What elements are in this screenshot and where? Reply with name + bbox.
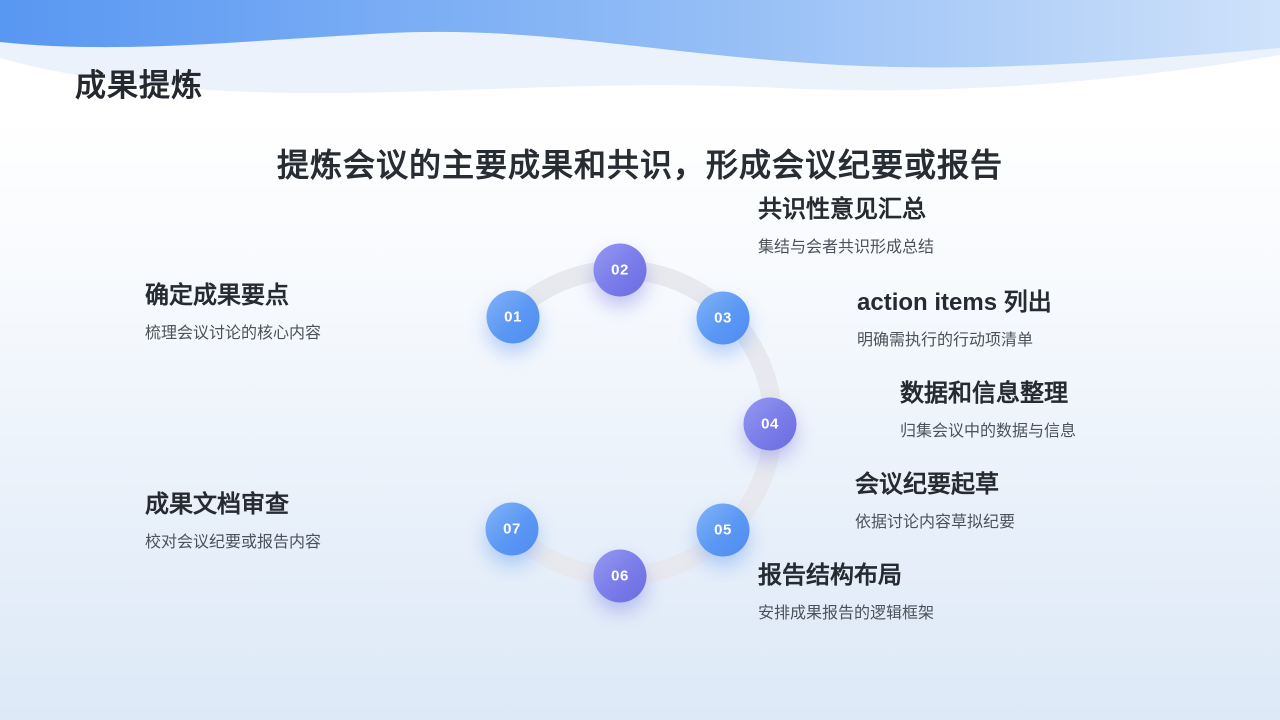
step-title: 确定成果要点 <box>145 282 289 309</box>
step-desc: 集结与会者共识形成总结 <box>758 238 935 256</box>
step-title: 成果文档审查 <box>145 491 289 518</box>
step-label-06: 报告结构布局 安排成果报告的逻辑框架 <box>758 562 934 623</box>
step-title: 共识性意见汇总 <box>758 196 926 223</box>
step-node-03: 03 <box>696 291 750 345</box>
step-number: 07 <box>503 520 521 538</box>
step-title: 报告结构布局 <box>758 562 902 589</box>
step-desc: 梳理会议讨论的核心内容 <box>145 324 322 342</box>
header-wave-decoration <box>0 0 1280 94</box>
step-node-06: 06 <box>593 549 647 603</box>
step-node-07: 07 <box>485 502 539 556</box>
step-title: action items 列出 <box>857 289 1052 316</box>
step-desc: 安排成果报告的逻辑框架 <box>758 604 935 622</box>
step-label-05: 会议纪要起草 依据讨论内容草拟纪要 <box>855 471 1015 532</box>
step-title: 会议纪要起草 <box>855 471 999 498</box>
step-desc: 校对会议纪要或报告内容 <box>145 533 322 551</box>
step-label-02: 共识性意见汇总 集结与会者共识形成总结 <box>758 196 934 257</box>
step-label-03: action items 列出 明确需执行的行动项清单 <box>857 289 1052 350</box>
page-title: 成果提炼 <box>75 68 203 103</box>
step-node-01: 01 <box>486 290 540 344</box>
step-number: 04 <box>761 415 779 433</box>
slide-subtitle: 提炼会议的主要成果和共识，形成会议纪要或报告 <box>276 147 1003 183</box>
step-node-04: 04 <box>743 397 797 451</box>
step-node-02: 02 <box>593 243 647 297</box>
step-node-05: 05 <box>696 503 750 557</box>
header-wave-blue <box>0 0 1280 68</box>
step-title: 数据和信息整理 <box>900 380 1068 407</box>
step-number: 06 <box>611 567 629 585</box>
step-desc: 明确需执行的行动项清单 <box>857 331 1034 349</box>
step-number: 03 <box>714 309 732 327</box>
step-number: 02 <box>611 261 629 279</box>
step-label-07: 成果文档审查 校对会议纪要或报告内容 <box>145 491 321 552</box>
step-desc: 依据讨论内容草拟纪要 <box>855 513 1016 531</box>
step-label-01: 确定成果要点 梳理会议讨论的核心内容 <box>145 282 321 343</box>
step-desc: 归集会议中的数据与信息 <box>900 422 1077 440</box>
step-number: 05 <box>714 521 732 539</box>
step-number: 01 <box>504 308 522 326</box>
step-label-04: 数据和信息整理 归集会议中的数据与信息 <box>900 380 1076 441</box>
